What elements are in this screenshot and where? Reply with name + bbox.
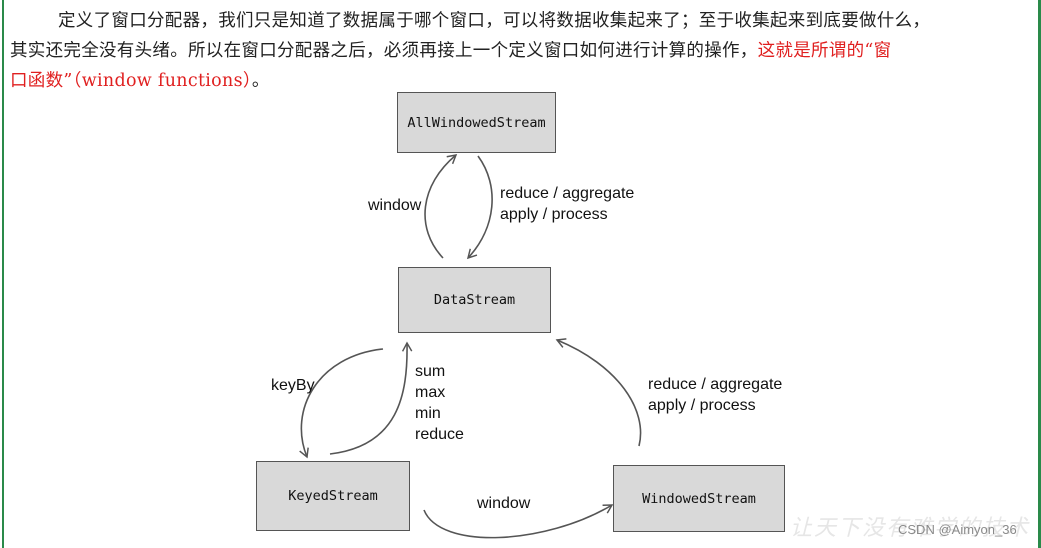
node-windowedstream: WindowedStream bbox=[613, 465, 785, 532]
left-border-rule bbox=[2, 0, 4, 548]
arrow-windowed-to-datastream bbox=[555, 338, 642, 447]
node-keyedstream: KeyedStream bbox=[256, 461, 410, 531]
watermark-chinese: 让天下没有难学的技术 bbox=[790, 516, 1031, 541]
label-keyby: keyBy bbox=[271, 377, 315, 394]
arrow-datastream-to-keyed bbox=[299, 348, 384, 459]
label-window-bottom: window bbox=[477, 495, 531, 512]
intro-paragraph: 定义了窗口分配器，我们只是知道了数据属于哪个窗口，可以将数据收集起来了；至于收集… bbox=[10, 6, 1038, 96]
right-border-rule bbox=[1038, 0, 1041, 548]
watermark-csdn: CSDN @Aimyon_36 bbox=[898, 522, 1017, 537]
paragraph-tail: 。 bbox=[251, 71, 270, 91]
arrow-keyed-to-windowed bbox=[423, 504, 614, 539]
paragraph-highlight-end: 口函数”（window functions） bbox=[10, 71, 252, 91]
label-window-top: window bbox=[368, 197, 422, 214]
paragraph-line1: 定义了窗口分配器，我们只是知道了数据属于哪个窗口，可以将数据收集起来了；至于收集… bbox=[58, 11, 931, 31]
label-reduce-right: reduce / aggregate apply / process bbox=[648, 376, 783, 414]
arrow-datastream-to-allwindowed bbox=[424, 154, 458, 259]
node-datastream: DataStream bbox=[398, 267, 551, 333]
arrow-allwindowed-to-datastream bbox=[466, 155, 493, 260]
paragraph-line2: 其实还完全没有头绪。所以在窗口分配器之后，必须再接上一个定义窗口如何进行计算的操… bbox=[10, 41, 758, 61]
paragraph-highlight-start: 这就是所谓的“窗 bbox=[757, 41, 892, 61]
arrow-keyed-to-datastream bbox=[329, 341, 413, 455]
node-allwindowedstream: AllWindowedStream bbox=[397, 92, 556, 153]
label-aggregations: sum max min reduce bbox=[415, 363, 464, 443]
label-reduce-top: reduce / aggregate apply / process bbox=[500, 185, 635, 223]
